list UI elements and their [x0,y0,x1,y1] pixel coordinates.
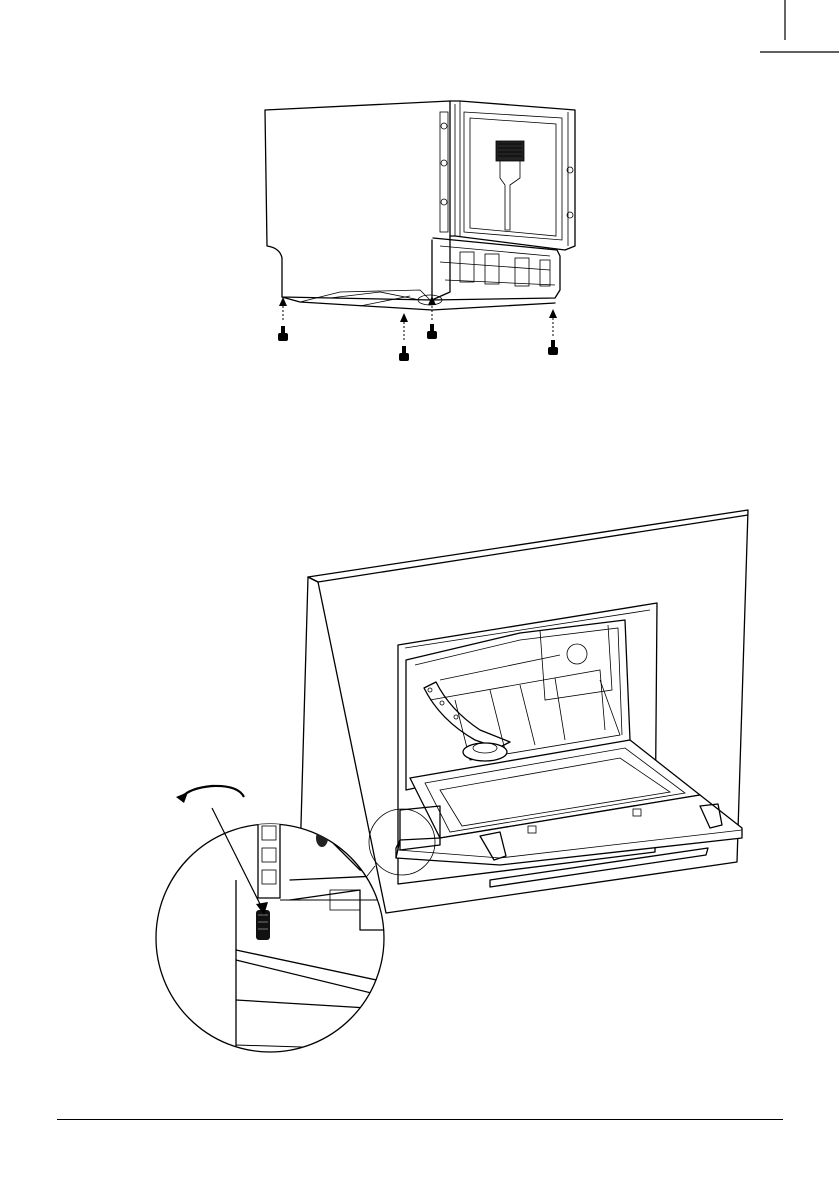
adjustable-foot-icon [278,326,288,341]
arrow-up-icon [549,309,557,336]
dishwasher-underside-figure [255,90,585,380]
arrow-up-icon [400,313,408,340]
detail-magnifier [156,808,400,1052]
adjustable-foot-icon [427,324,437,339]
rotate-arrow-icon [176,786,244,803]
crop-mark-icon [0,0,839,80]
adjustable-foot-icon [548,340,558,355]
adjustable-foot-icon [399,346,409,361]
footer-rule [57,1119,783,1120]
dishwasher-in-cabinet-figure [140,505,760,1050]
arrow-up-icon [279,297,287,320]
